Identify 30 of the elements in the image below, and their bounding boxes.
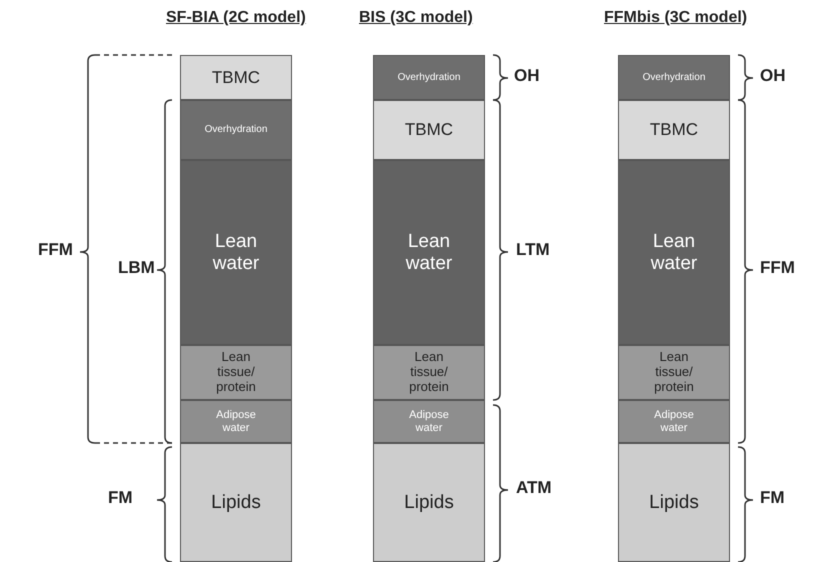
bracket-label: OH [760,66,786,86]
compartment-block: Lean water [618,160,730,345]
compartment-block: Overhydration [618,55,730,100]
bracket-label: FFM [760,258,795,278]
compartment-block: Lipids [180,443,292,562]
compartment-block: Adipose water [180,400,292,443]
bracket-label: LTM [516,240,550,260]
column-heading: SF-BIA (2C model) [166,9,306,27]
compartment-block: TBMC [618,100,730,160]
bracket-label: FM [108,488,133,508]
column-heading: BIS (3C model) [359,9,473,27]
compartment-block: TBMC [180,55,292,100]
bracket-label: LBM [118,258,155,278]
bracket-label: FFM [38,240,73,260]
compartment-block: Lean water [180,160,292,345]
compartment-block: Overhydration [180,100,292,160]
compartment-block: Lipids [618,443,730,562]
compartment-block: Lean tissue/ protein [618,345,730,400]
compartment-block: Lean tissue/ protein [180,345,292,400]
compartment-block: Adipose water [373,400,485,443]
bracket-label: FM [760,488,785,508]
compartment-block: Adipose water [618,400,730,443]
compartment-block: Lean tissue/ protein [373,345,485,400]
column-heading: FFMbis (3C model) [604,9,748,27]
compartment-block: Lipids [373,443,485,562]
bracket-label: OH [514,66,540,86]
bracket-label: ATM [516,478,552,498]
compartment-block: Lean water [373,160,485,345]
compartment-block: Overhydration [373,55,485,100]
compartment-block: TBMC [373,100,485,160]
